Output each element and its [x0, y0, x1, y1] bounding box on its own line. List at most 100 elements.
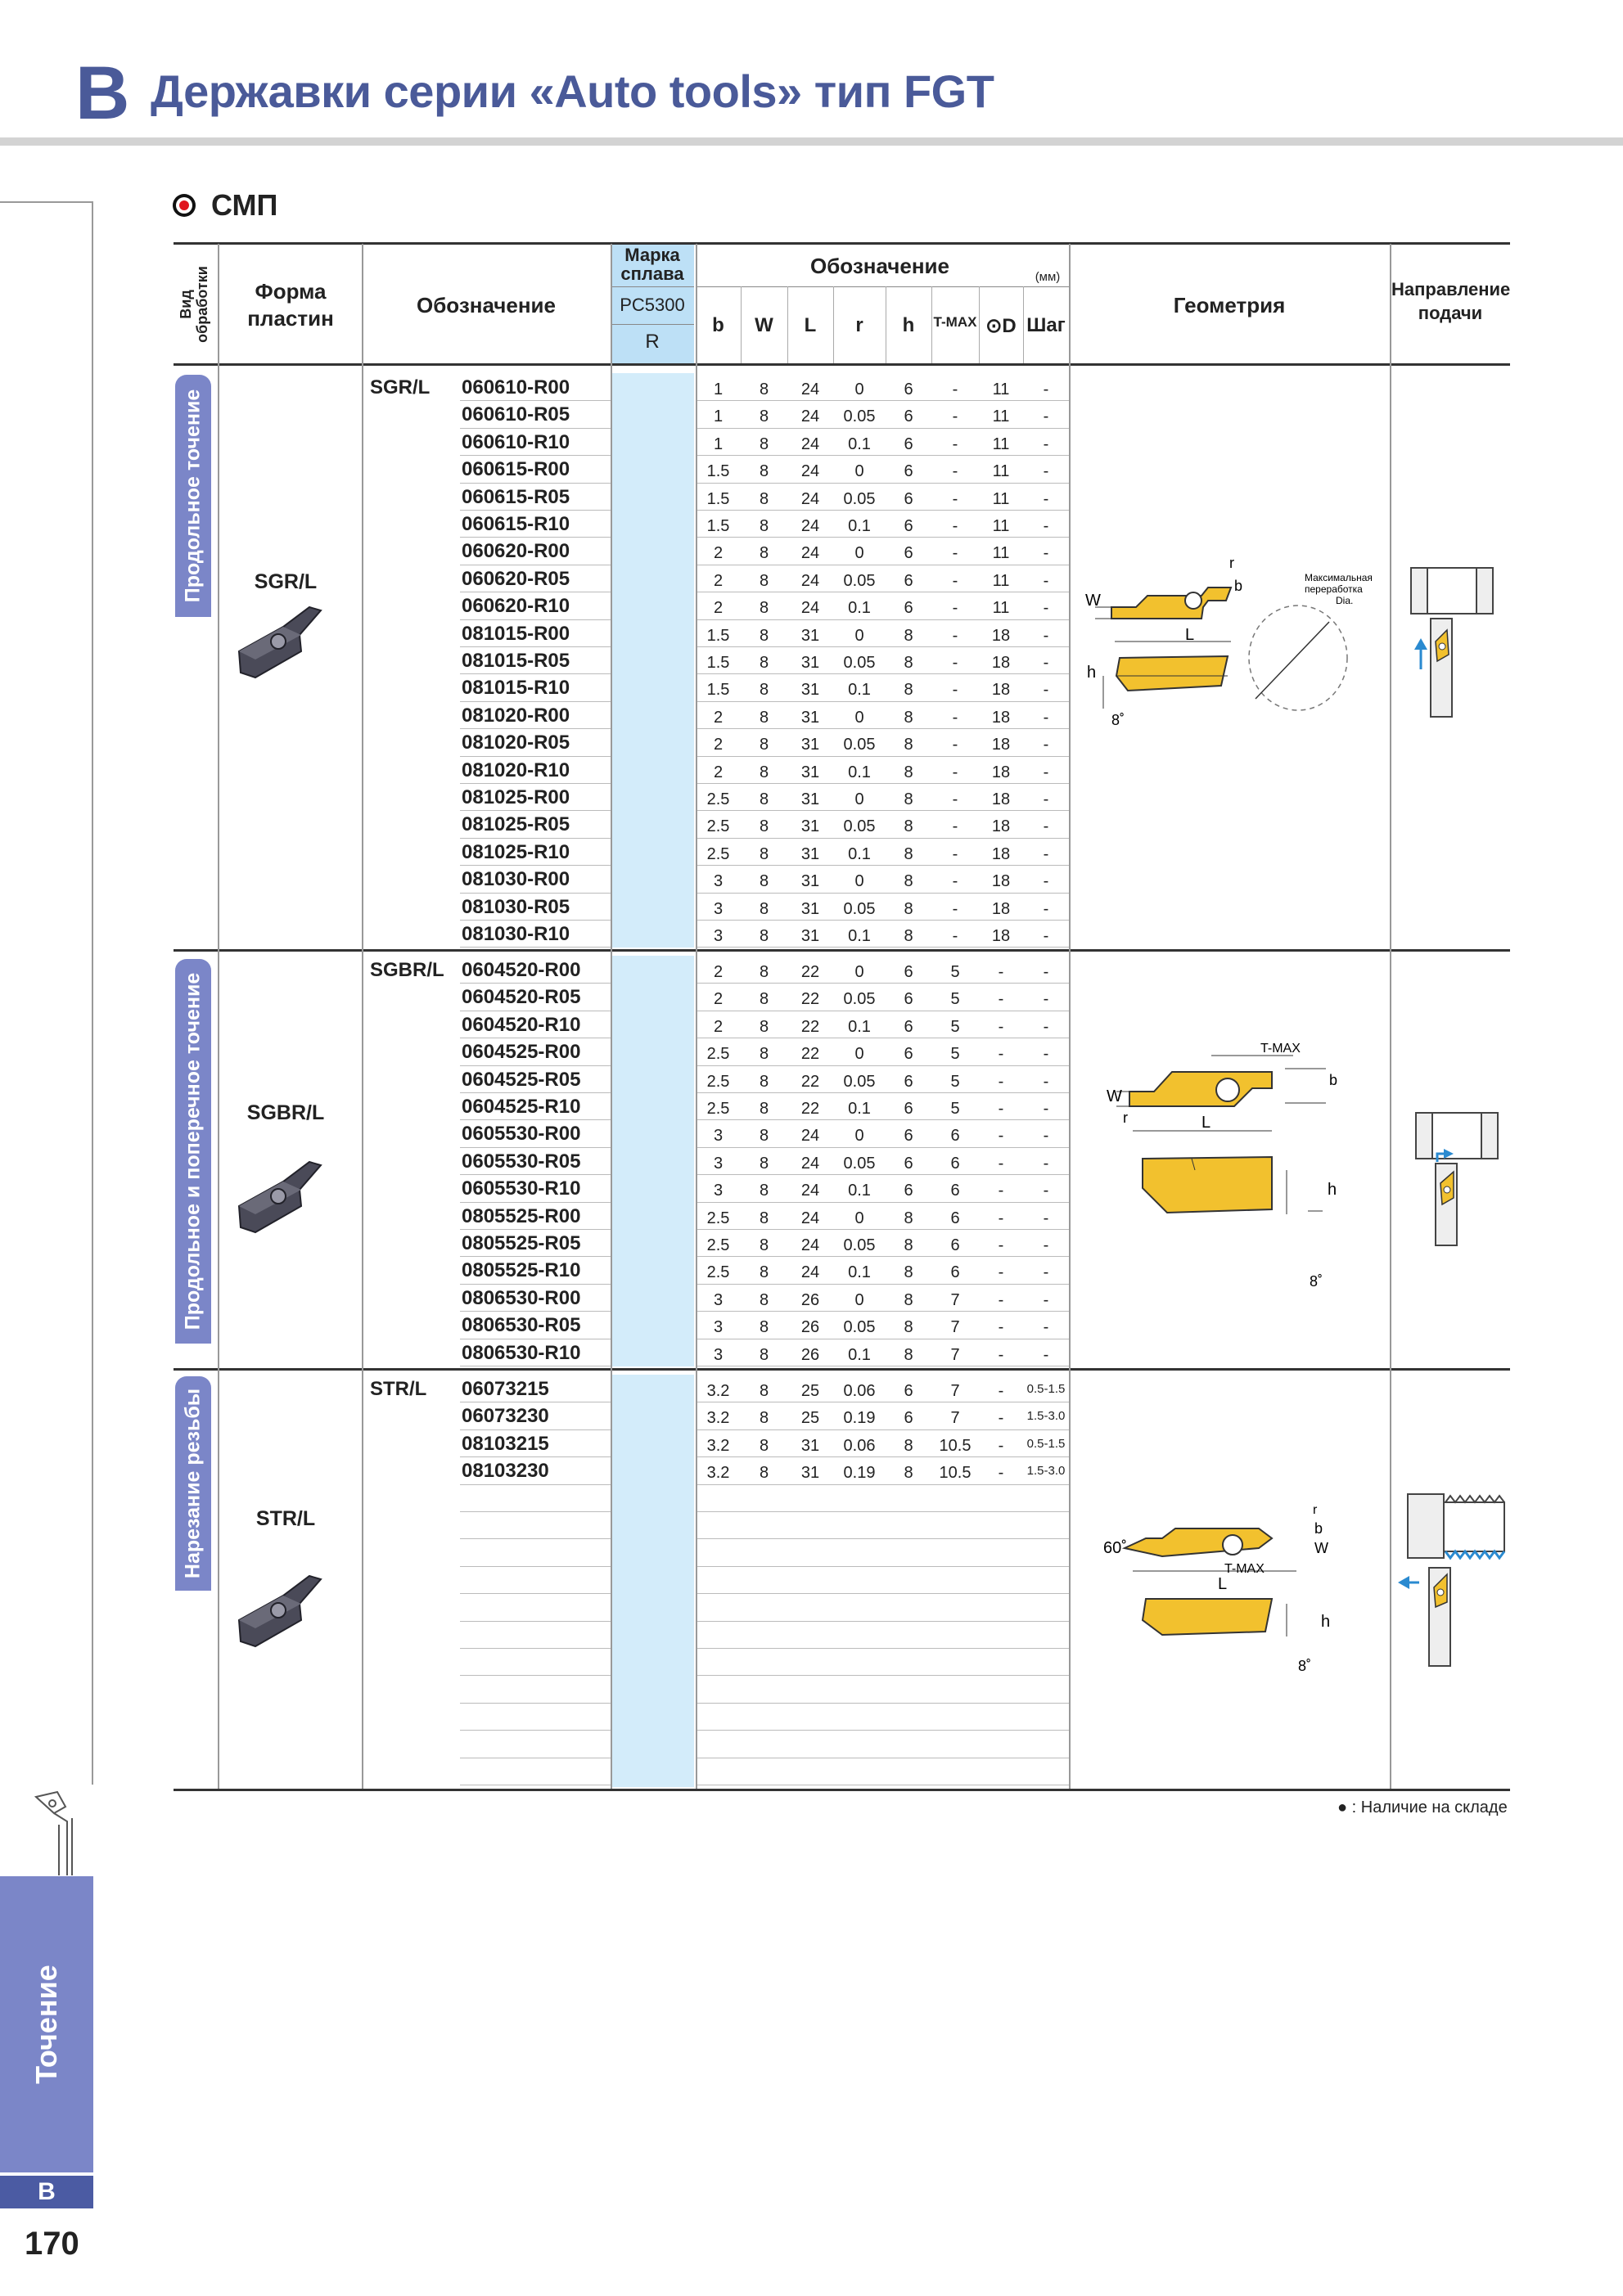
- row-divider: [696, 1256, 1069, 1258]
- insert-code[interactable]: 0604520-R10: [462, 1013, 581, 1036]
- insert-code[interactable]: 0805525-R10: [462, 1259, 581, 1282]
- insert-code[interactable]: 081025-R00: [462, 786, 570, 808]
- cell-W: 8: [759, 517, 769, 535]
- insert-code[interactable]: 060615-R05: [462, 485, 570, 508]
- row-divider: [460, 1283, 611, 1285]
- empty-row-divider: [460, 1648, 611, 1649]
- cell-p: -: [1043, 844, 1049, 863]
- row-divider: [460, 1483, 611, 1485]
- insert-code[interactable]: 0806530-R10: [462, 1341, 581, 1364]
- dims-header-sep: [696, 286, 1069, 287]
- insert-code[interactable]: 060615-R10: [462, 513, 570, 535]
- cell-h: 6: [904, 462, 913, 481]
- page-title: Державки серии «Auto tools» тип FGT: [151, 65, 994, 117]
- insert-code[interactable]: 081025-R10: [462, 840, 570, 863]
- insert-code[interactable]: 060620-R00: [462, 540, 570, 563]
- cell-t: 5: [950, 1100, 960, 1118]
- cell-W: 8: [759, 1436, 769, 1455]
- table-header-rule: [174, 363, 1510, 366]
- insert-code[interactable]: 0605530-R05: [462, 1150, 581, 1173]
- row-divider: [696, 810, 1069, 812]
- series-label: STR/L: [370, 1378, 427, 1400]
- cell-r: 0: [854, 790, 864, 808]
- cell-W: 8: [759, 544, 769, 563]
- cell-h: 8: [904, 927, 913, 945]
- insert-code[interactable]: 06073230: [462, 1405, 549, 1428]
- insert-code[interactable]: 081020-R05: [462, 732, 570, 754]
- insert-code[interactable]: 0604520-R05: [462, 986, 581, 1009]
- insert-code[interactable]: 081015-R10: [462, 677, 570, 700]
- insert-code[interactable]: 081020-R00: [462, 704, 570, 727]
- insert-code[interactable]: 081030-R00: [462, 868, 570, 891]
- insert-code[interactable]: 0806530-R00: [462, 1286, 581, 1309]
- geom-r-label-3: r: [1313, 1503, 1318, 1517]
- insert-code[interactable]: 060615-R00: [462, 458, 570, 481]
- cell-b: 3: [713, 1345, 724, 1364]
- row-divider: [460, 673, 611, 675]
- cell-L: 31: [800, 654, 820, 672]
- cell-h: 6: [904, 434, 913, 453]
- insert-code[interactable]: 081030-R10: [462, 923, 570, 945]
- insert-code[interactable]: 081015-R05: [462, 650, 570, 672]
- insert-code[interactable]: 0806530-R05: [462, 1314, 581, 1337]
- insert-code[interactable]: 081015-R00: [462, 622, 570, 645]
- cell-t: -: [952, 626, 958, 645]
- insert-code[interactable]: 081025-R05: [462, 813, 570, 836]
- cell-p: -: [1043, 1045, 1049, 1064]
- cell-L: 31: [800, 899, 820, 918]
- cell-r: 0.1: [848, 1100, 871, 1118]
- grade-name: PC5300: [620, 295, 685, 315]
- insert-code[interactable]: 060620-R10: [462, 595, 570, 618]
- insert-image: [237, 1574, 322, 1648]
- row-divider: [696, 1201, 1069, 1203]
- dim-header-divider: [931, 286, 932, 363]
- insert-code[interactable]: 0605530-R00: [462, 1123, 581, 1146]
- cell-L: 31: [800, 927, 820, 945]
- cell-p: -: [1043, 708, 1049, 727]
- cell-L: 24: [800, 1154, 820, 1173]
- insert-code[interactable]: 0805525-R05: [462, 1232, 581, 1254]
- cell-b: 2.5: [706, 790, 730, 808]
- insert-code[interactable]: 0604525-R00: [462, 1041, 581, 1064]
- insert-code[interactable]: 060610-R10: [462, 430, 570, 453]
- cell-d: 18: [991, 708, 1011, 727]
- cell-W: 8: [759, 1409, 769, 1428]
- cell-d: -: [998, 1017, 1004, 1036]
- cell-p: -: [1043, 599, 1049, 618]
- geom-r-label-2: r: [1123, 1110, 1128, 1126]
- insert-code[interactable]: 060610-R00: [462, 376, 570, 398]
- dim-header-divider: [787, 286, 788, 363]
- row-divider: [696, 400, 1069, 402]
- row-divider: [696, 1065, 1069, 1066]
- cell-p: -: [1043, 434, 1049, 453]
- insert-code[interactable]: 081030-R05: [462, 895, 570, 918]
- column-divider: [1069, 244, 1071, 1789]
- insert-code[interactable]: 0604520-R00: [462, 959, 581, 981]
- cell-b: 2: [713, 990, 724, 1009]
- dim-header-4: h: [902, 314, 915, 336]
- insert-code[interactable]: 0805525-R00: [462, 1204, 581, 1227]
- empty-row-divider: [696, 1565, 1069, 1567]
- insert-code[interactable]: 08103230: [462, 1460, 549, 1483]
- cell-h: 8: [904, 1318, 913, 1337]
- insert-code[interactable]: 081020-R10: [462, 759, 570, 781]
- cell-W: 8: [759, 599, 769, 618]
- insert-code[interactable]: 060620-R05: [462, 567, 570, 590]
- cell-d: -: [998, 1072, 1004, 1091]
- cell-L: 31: [800, 1436, 820, 1455]
- insert-code[interactable]: 0604525-R05: [462, 1068, 581, 1091]
- cell-p: -: [1043, 1318, 1049, 1337]
- empty-row-divider: [696, 1648, 1069, 1649]
- insert-code[interactable]: 0605530-R10: [462, 1177, 581, 1200]
- cell-L: 22: [800, 1017, 820, 1036]
- sidebar-tab[interactable]: [0, 1876, 93, 2172]
- insert-code[interactable]: 08103215: [462, 1432, 549, 1455]
- row-divider: [696, 673, 1069, 675]
- empty-row-divider: [460, 1565, 611, 1567]
- cell-p: -: [1043, 517, 1049, 535]
- insert-code[interactable]: 06073215: [462, 1378, 549, 1400]
- cell-r: 0.19: [843, 1464, 876, 1483]
- cell-b: 1: [713, 380, 724, 398]
- insert-code[interactable]: 060610-R05: [462, 403, 570, 426]
- insert-code[interactable]: 0604525-R10: [462, 1096, 581, 1118]
